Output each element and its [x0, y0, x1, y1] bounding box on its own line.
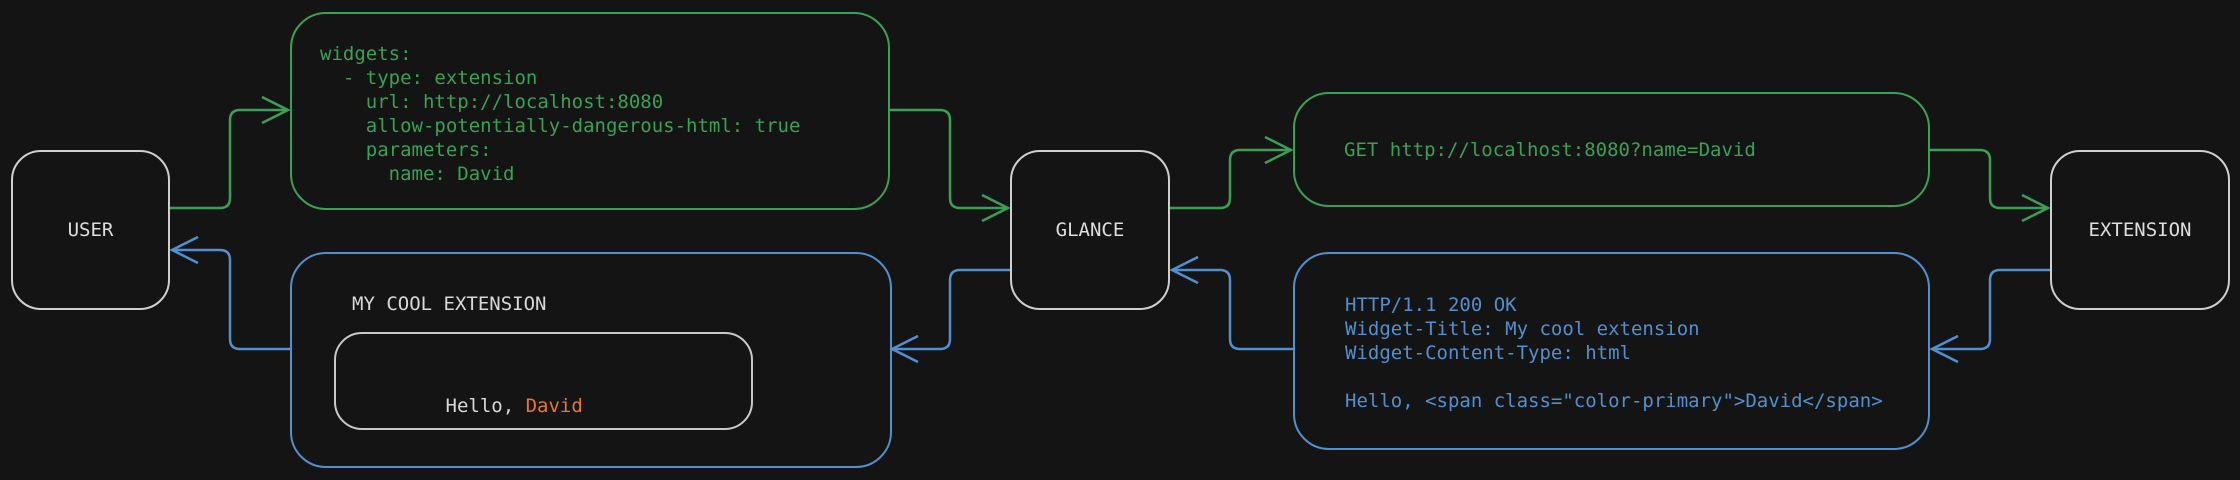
http-response-line: Widget-Content-Type: html	[1345, 342, 1631, 364]
arrow-glance-to-request	[1170, 148, 1289, 210]
widget-preview-box: MY COOL EXTENSION Hello, David	[290, 252, 892, 468]
arrowhead-response-to-glance-icon	[1169, 255, 1199, 285]
arrowhead-glance-to-request-icon	[1264, 135, 1294, 165]
greeting-text: Hello, David	[354, 370, 583, 417]
arrowhead-preview-to-user-icon	[169, 235, 199, 265]
glance-node: GLANCE	[1010, 150, 1170, 310]
extension-node: EXTENSION	[2050, 150, 2230, 310]
greeting-name: David	[525, 395, 583, 417]
config-yaml-line: url: http://localhost:8080	[320, 91, 664, 113]
arrow-extension-to-response	[1934, 268, 2050, 351]
http-response-box: HTTP/1.1 200 OK Widget-Title: My cool ex…	[1293, 252, 1930, 450]
http-request-text: GET http://localhost:8080?name=David	[1344, 139, 1756, 161]
config-yaml-line: widgets:	[320, 43, 412, 65]
config-yaml-line: name: David	[320, 163, 515, 185]
glance-node-label: GLANCE	[1055, 219, 1125, 241]
arrow-request-to-extension	[1930, 148, 2046, 210]
http-response-line: HTTP/1.1 200 OK	[1345, 294, 1517, 316]
arrow-config-to-glance	[890, 108, 1006, 210]
greeting-prefix: Hello,	[445, 395, 526, 417]
user-node: USER	[11, 150, 170, 310]
http-response-line: Hello, <span class="color-primary">David…	[1345, 390, 1883, 412]
http-request-code: GET http://localhost:8080?name=David	[1344, 138, 1756, 162]
http-response-line: Widget-Title: My cool extension	[1345, 318, 1700, 340]
config-yaml-line: parameters:	[320, 139, 492, 161]
config-yaml-code: widgets: - type: extension url: http://l…	[320, 42, 800, 186]
http-response-line	[1345, 365, 1883, 389]
arrow-response-to-glance	[1174, 268, 1293, 351]
arrowhead-user-to-config-icon	[261, 95, 291, 125]
user-node-label: USER	[67, 219, 114, 241]
arrowhead-config-to-glance-icon	[981, 193, 1011, 223]
widget-preview-title: MY COOL EXTENSION	[352, 293, 547, 315]
arrowhead-glance-to-preview-icon	[889, 334, 919, 364]
arrowhead-request-to-extension-icon	[2021, 193, 2051, 223]
arrow-preview-to-user	[174, 248, 290, 351]
extension-node-label: EXTENSION	[2088, 219, 2192, 241]
arrow-user-to-config	[170, 108, 286, 210]
config-yaml-line: - type: extension	[320, 67, 538, 89]
widget-greeting-box: Hello, David	[334, 332, 753, 430]
http-response-code: HTTP/1.1 200 OK Widget-Title: My cool ex…	[1345, 293, 1883, 413]
arrowhead-extension-to-response-icon	[1929, 334, 1959, 364]
arrow-glance-to-preview	[894, 268, 1010, 351]
config-yaml-box: widgets: - type: extension url: http://l…	[290, 12, 890, 210]
config-yaml-line: allow-potentially-dangerous-html: true	[320, 115, 801, 137]
http-request-box: GET http://localhost:8080?name=David	[1293, 92, 1930, 207]
